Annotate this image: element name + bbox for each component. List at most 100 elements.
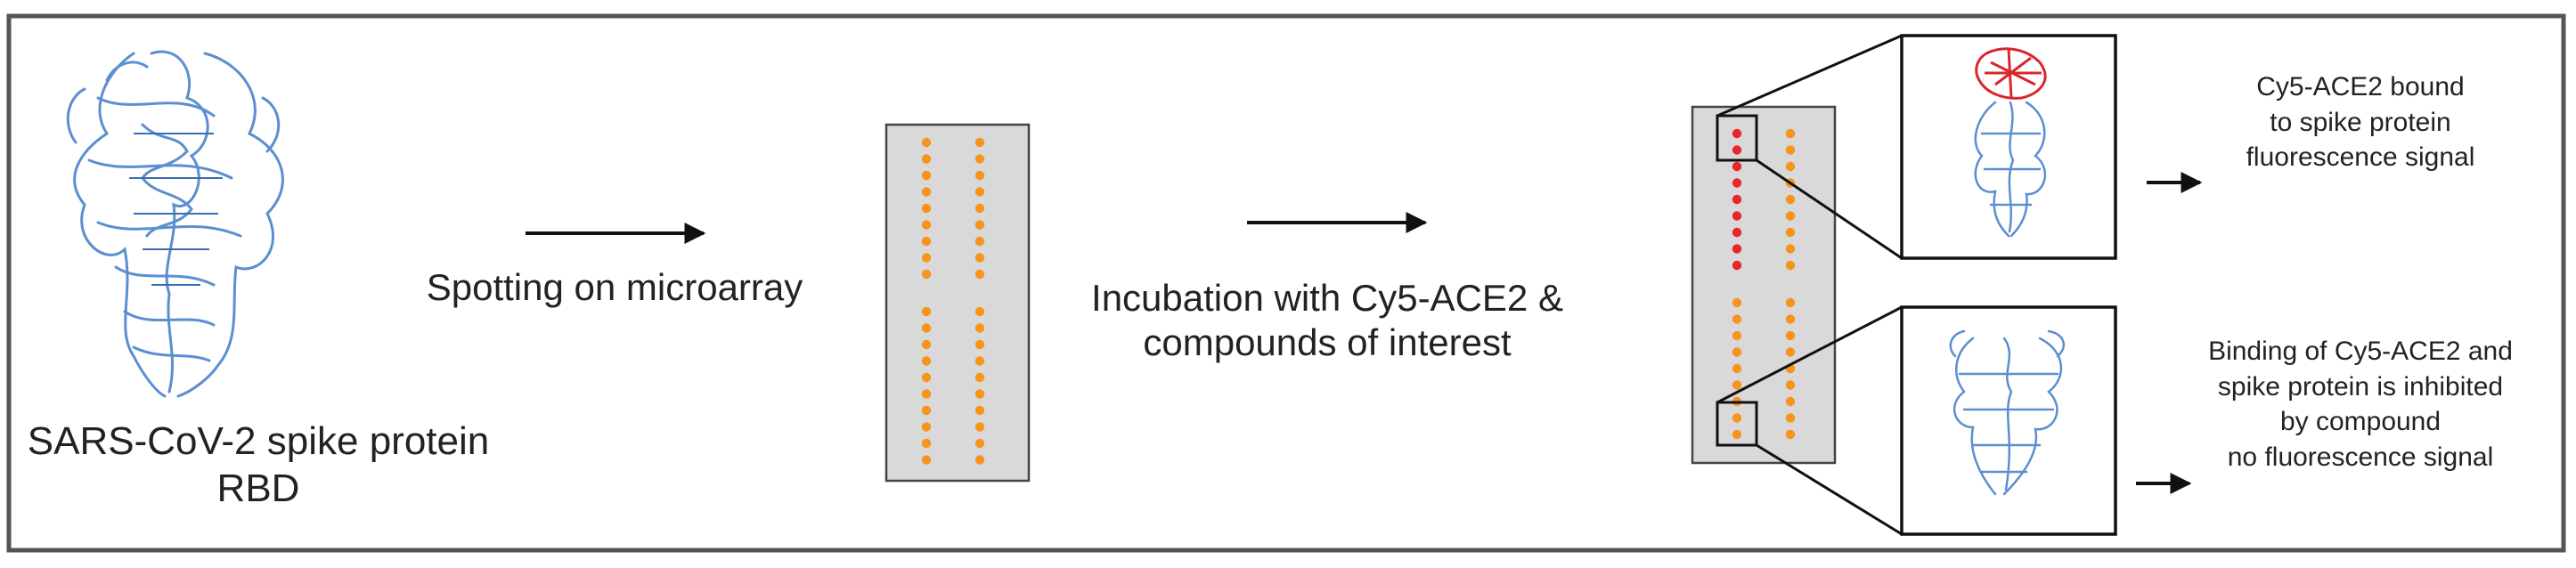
spot-s1-c0-top-1 [921,154,932,164]
spot-s2-c0-bot-8 [1732,429,1742,440]
spot-s1-c0-bot-3 [921,356,932,366]
spot-s1-c0-bot-6 [921,405,932,416]
microarray-slide-2 [1691,105,1837,465]
spot-s2-c1-bot-0 [1785,297,1796,308]
spot-s2-c0-bot-4 [1732,363,1742,374]
spot-s1-c1-top-3 [974,187,985,197]
spot-s1-c0-bot-7 [921,422,932,432]
spot-s1-c0-bot-5 [921,389,932,399]
bound-line3: fluorescence signal [2246,142,2475,173]
spot-s1-c1-bot-8 [974,438,985,449]
inhib-line3: by compound [2279,407,2441,437]
spot-s2-c1-bot-1 [1785,314,1796,324]
spot-s1-c1-bot-9 [974,455,985,465]
spot-s1-c1-bot-1 [974,323,985,333]
zoom-source-bottom [1716,401,1758,447]
spot-s1-c0-top-0 [921,137,932,148]
spot-s1-c0-top-7 [921,253,932,263]
spot-s1-c1-bot-0 [974,306,985,317]
spot-s1-c1-bot-2 [974,339,985,350]
step1-text: Spotting on microarray [426,266,803,308]
spike-protein-small-icon [1949,329,2066,496]
spot-s2-c1-bot-2 [1785,330,1796,341]
spot-s1-c1-top-6 [974,236,985,247]
spot-s2-c0-top-8 [1732,260,1742,271]
spot-s1-c0-bot-8 [921,438,932,449]
spot-s1-c1-top-1 [974,154,985,164]
spot-s1-c1-top-0 [974,137,985,148]
spot-s2-c1-top-0 [1785,128,1796,139]
bound-result-label: Cy5-ACE2 bound to spike protein fluoresc… [2173,69,2547,175]
spot-s1-c1-top-8 [974,269,985,280]
inhib-line1: Binding of Cy5-ACE2 and [2208,337,2513,366]
spot-s1-c0-bot-4 [921,372,932,383]
inhib-line2: spike protein is inhibited [2217,371,2504,402]
step2-line2: compounds of interest [1143,321,1512,364]
spot-s1-c1-top-7 [974,253,985,263]
spot-s1-c0-bot-2 [921,339,932,350]
bound-line2: to spike protein [2270,107,2451,137]
spot-s1-c1-bot-7 [974,422,985,432]
protein-label: SARS-CoV-2 spike protein RBD [9,418,508,513]
spike-protein-icon [66,50,284,398]
spot-s2-c1-top-2 [1785,161,1796,172]
spot-s1-c0-bot-9 [921,455,932,465]
step2-line1: Incubation with Cy5-ACE2 & [1091,277,1563,319]
spot-s2-c1-bot-8 [1785,429,1796,440]
spot-s1-c0-top-2 [921,170,932,181]
spot-s2-c0-top-1 [1732,145,1742,155]
slide1-spots [921,137,985,465]
spot-s2-c1-bot-7 [1785,413,1796,423]
spot-s1-c1-top-2 [974,170,985,181]
microarray-slide-icon [884,123,1031,483]
spot-s2-c1-top-8 [1785,260,1796,271]
inhib-line4: no fluorescence signal [2227,442,2494,472]
bound-line1: Cy5-ACE2 bound [2256,72,2465,101]
spot-s2-c1-top-1 [1785,145,1796,155]
spot-s1-c0-top-8 [921,269,932,280]
spot-s1-c1-bot-4 [974,372,985,383]
spot-s2-c0-bot-7 [1732,413,1742,423]
zoom-source-top [1716,114,1758,162]
inhibited-result-label: Binding of Cy5-ACE2 and spike protein is… [2156,334,2565,475]
spot-s1-c0-top-3 [921,187,932,197]
step1-label: Spotting on microarray [383,265,846,310]
spot-s2-c0-top-4 [1732,194,1742,205]
spot-s1-c1-bot-6 [974,405,985,416]
protein-label-line1: SARS-CoV-2 spike protein [27,419,490,463]
spot-s2-c0-bot-3 [1732,347,1742,357]
spot-s1-c1-bot-5 [974,389,985,399]
spike-protein-core [129,133,223,286]
step2-label: Incubation with Cy5-ACE2 & compounds of … [1033,276,1621,366]
spot-s1-c0-bot-0 [921,306,932,317]
spot-s2-c0-top-7 [1732,244,1742,254]
spot-s2-c0-top-0 [1732,128,1742,139]
spot-s1-c1-bot-3 [974,356,985,366]
ace2-bound-complex-icon [1974,47,2047,238]
spot-s1-c0-top-4 [921,203,932,214]
spot-s1-c1-top-5 [974,220,985,230]
spot-s1-c0-top-6 [921,236,932,247]
spot-s2-c0-top-5 [1732,211,1742,221]
spot-s2-c1-top-6 [1785,227,1796,238]
spot-s2-c1-top-4 [1785,194,1796,205]
spot-s2-c1-top-7 [1785,244,1796,254]
outer-frame [6,13,2566,553]
protein-label-line2: RBD [216,466,300,510]
spot-s2-c1-top-5 [1785,211,1796,221]
spot-s2-c0-bot-1 [1732,314,1742,324]
spot-s2-c1-bot-6 [1785,396,1796,407]
spot-s1-c1-top-4 [974,203,985,214]
spot-s1-c0-top-5 [921,220,932,230]
spot-s2-c0-top-2 [1732,161,1742,172]
spot-s2-c0-bot-0 [1732,297,1742,308]
spot-s2-c0-bot-2 [1732,330,1742,341]
spot-s2-c1-bot-3 [1785,347,1796,357]
spot-s2-c0-top-3 [1732,178,1742,188]
spot-s2-c0-top-6 [1732,227,1742,238]
spot-s2-c1-bot-5 [1785,380,1796,390]
spot-s1-c0-bot-1 [921,323,932,333]
spot-s2-c0-bot-5 [1732,380,1742,390]
